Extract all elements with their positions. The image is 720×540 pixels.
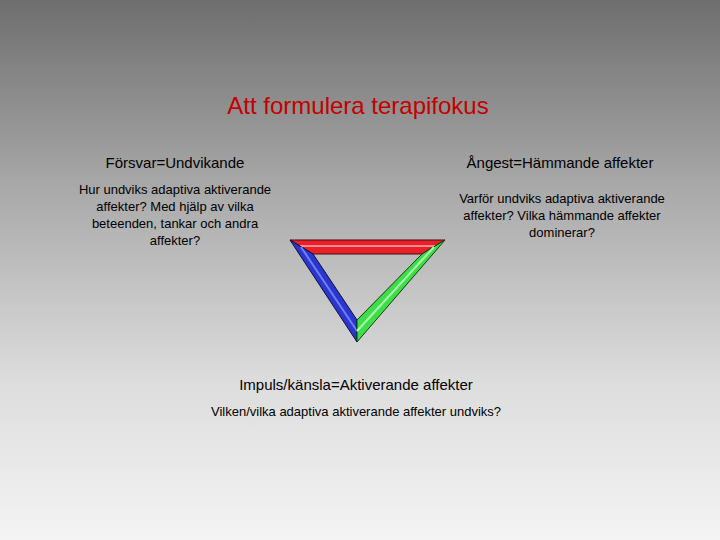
triangle-right-bar: [357, 240, 445, 342]
slide-title: Att formulera terapifokus: [108, 90, 608, 121]
corner-heading: Impuls/känsla=Aktiverande affekter: [156, 375, 556, 395]
bar-highlight: [300, 245, 435, 247]
corner-heading: Försvar=Undvikande: [45, 153, 305, 173]
corner-heading: Ångest=Hämmande affekter: [415, 153, 705, 173]
corner-question: Hur undviks adaptiva aktiverande affekte…: [66, 181, 284, 249]
bar-highlight: [357, 247, 434, 331]
bar-highlight: [301, 247, 357, 331]
triangle-top-bar: [290, 240, 445, 254]
corner-question: Vilken/vilka adaptiva aktiverande affekt…: [136, 403, 576, 420]
corner-question: Varför undviks adaptiva aktiverande affe…: [437, 190, 687, 241]
triangle-left-bar: [290, 240, 357, 342]
spacer: [300, 246, 435, 247]
